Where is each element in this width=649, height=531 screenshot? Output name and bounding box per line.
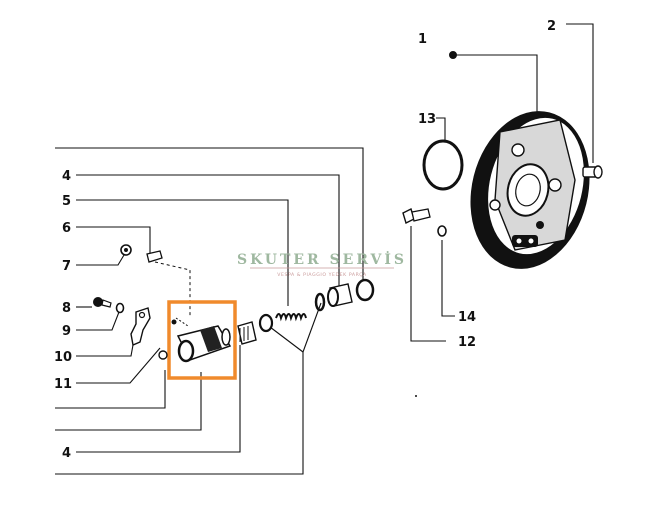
backing-plate-hub-inner	[515, 173, 541, 207]
leader-line-6	[76, 226, 151, 253]
callout-8: 8	[62, 301, 71, 316]
callout-5: 5	[62, 194, 71, 209]
inner-piston-ribs	[239, 326, 249, 342]
cup-seal	[258, 313, 274, 333]
callout-2: 2	[547, 19, 556, 34]
seal-and-piston-parts	[237, 278, 375, 345]
part-11-ring	[158, 350, 168, 360]
wheel-cylinder-bore	[177, 339, 195, 363]
leader-line-body-a	[55, 370, 166, 409]
callout-4-lower: 4	[62, 446, 71, 461]
plate-hole-4	[536, 221, 544, 229]
wheel-cylinder-pin	[171, 319, 177, 325]
watermark-subtitle: VESPA & PIAGGIO YEDEK PARÇA	[277, 272, 367, 278]
bleed-screw-head	[593, 165, 603, 179]
leader-line-body-b	[55, 372, 202, 431]
leader-line-7	[76, 254, 125, 266]
part-7-nut-hole	[124, 248, 128, 252]
leader-line-11	[76, 347, 161, 384]
o-ring	[422, 139, 464, 191]
callout-1: 1	[418, 32, 427, 47]
part-10-bracket-hole	[138, 311, 146, 319]
inner-piston	[237, 321, 257, 345]
leader-line-14	[441, 240, 455, 317]
plate-tab	[512, 235, 538, 247]
callout-10: 10	[54, 350, 72, 365]
part-8-screw-head	[93, 297, 103, 307]
leader-line-2	[566, 23, 594, 163]
callout-13: 13	[418, 112, 436, 127]
plate-hole-2	[548, 178, 562, 192]
part-9-washer	[115, 302, 125, 314]
highlight-box	[167, 300, 237, 380]
washer	[437, 225, 447, 237]
leader-line-bottom	[55, 352, 304, 475]
leader-fan-2	[302, 302, 322, 353]
leader-fan-1	[269, 326, 304, 353]
wheel-cylinder-end	[221, 328, 231, 346]
leader-line-5	[76, 199, 289, 306]
callout-9: 9	[62, 324, 71, 339]
assembly-dash-1	[154, 261, 191, 318]
leader-line-1	[453, 54, 538, 112]
callout-14: 14	[458, 310, 476, 325]
piston-face	[327, 287, 339, 307]
wheel-cylinder	[171, 319, 232, 363]
callout-7: 7	[62, 259, 71, 274]
part-10-bracket	[130, 307, 151, 346]
bleed-screw	[582, 165, 603, 179]
callout-11: 11	[54, 377, 72, 392]
plate-tab-hole-2	[528, 238, 534, 244]
spring	[275, 313, 307, 322]
watermark-title: SKUTER SERVİS	[237, 249, 407, 268]
callout-labels: 1 2 13 4 5 6 7 8 9 10 11 4 14 12	[54, 19, 556, 461]
leader-line-10	[76, 344, 134, 357]
assembly-dash-2	[175, 317, 189, 327]
callout-6: 6	[62, 221, 71, 236]
leader-line-13	[436, 117, 446, 140]
callout-12: 12	[458, 335, 476, 350]
piston-seal	[314, 292, 326, 312]
leader-line-9	[76, 311, 120, 331]
brake-backing-plate	[470, 111, 590, 269]
leader-line-4a	[76, 174, 340, 292]
bolt-shank	[411, 208, 431, 222]
bolt	[402, 208, 431, 224]
dust-cap	[355, 278, 375, 302]
part-8-screw-shank	[101, 299, 112, 308]
wheel-cylinder-shade	[200, 326, 222, 352]
stray-dot	[415, 395, 417, 397]
plate-hole-1	[511, 143, 525, 157]
leader-line-4b	[76, 345, 241, 453]
watermark: SKUTER SERVİS VESPA & PIAGGIO YEDEK PARÇ…	[237, 249, 407, 278]
callout-4-upper: 4	[62, 169, 71, 184]
plate-tab-hole-1	[516, 238, 522, 244]
small-fasteners	[93, 244, 168, 360]
part-6-screw	[146, 250, 163, 263]
leader-lines	[55, 23, 594, 475]
leader-line-12	[410, 226, 446, 342]
leader-line-top	[55, 147, 364, 280]
plate-hole-3	[489, 199, 501, 211]
